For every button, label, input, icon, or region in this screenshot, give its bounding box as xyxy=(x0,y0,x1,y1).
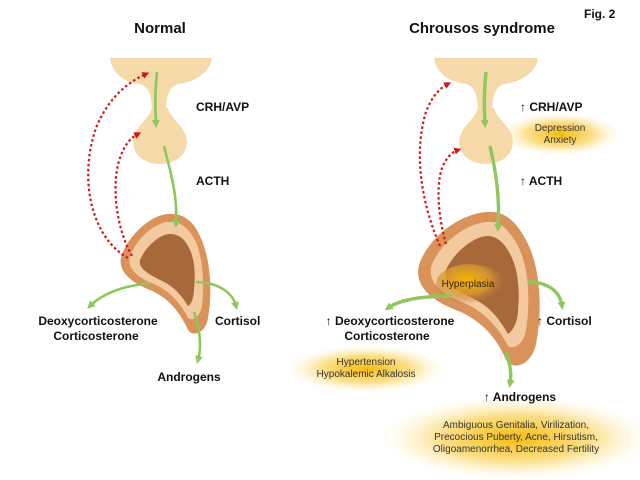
androgen-effects-glow xyxy=(380,396,640,480)
normal-androgen-arrow xyxy=(192,311,203,364)
chrousos-feedback-hypothalamus xyxy=(418,82,452,247)
normal-feedback-pituitary xyxy=(114,132,142,257)
normal-crh-label: CRH/AVP xyxy=(196,100,250,114)
hypertension-label: Hypertension xyxy=(336,357,396,368)
chrousos-crh-arrow xyxy=(480,71,489,128)
crh-effects-glow xyxy=(500,112,620,156)
chrousos-cortisol-label: ↑ Cortisol xyxy=(537,314,592,328)
chrousos-androgen-arrow xyxy=(504,351,515,388)
figure-label: Fig. 2 xyxy=(584,7,616,21)
normal-hypothalamus xyxy=(110,58,212,110)
normal-crh-arrow xyxy=(151,71,160,128)
normal-deoxycorticosterone-label: Deoxycorticosterone xyxy=(38,314,158,328)
chrousos-corticosterone-label: Corticosterone xyxy=(344,329,430,343)
normal-androgens-label: Androgens xyxy=(157,370,221,384)
androgen-effect-line-2: Precocious Puberty, Acne, Hirsutism, xyxy=(434,432,598,443)
hypokalemic-alkalosis-label: Hypokalemic Alkalosis xyxy=(316,369,416,380)
normal-acth-label: ACTH xyxy=(196,174,230,188)
mineralocorticoid-effects-glow xyxy=(286,345,446,393)
chrousos-crh-label: ↑ CRH/AVP xyxy=(520,100,583,114)
chrousos-doc-arrow xyxy=(384,294,453,311)
depression-label: Depression xyxy=(534,123,586,134)
normal-cortisol-arrow xyxy=(195,280,239,310)
hyperplasia-label: Hyperplasia xyxy=(441,279,495,290)
normal-acth-arrow xyxy=(162,145,181,228)
chrousos-androgens-label: ↑ Androgens xyxy=(483,390,557,404)
normal-cortisol-label: Cortisol xyxy=(215,314,261,328)
chrousos-acth-label: ↑ ACTH xyxy=(520,174,563,188)
androgen-effect-line-3: Oligoamenorrhea, Decreased Fertility xyxy=(432,444,600,455)
chrousos-adrenal-gland xyxy=(418,211,540,366)
normal-doc-arrow xyxy=(87,282,151,309)
androgen-effect-line-1: Ambiguous Genitalia, Virilization, xyxy=(442,420,590,431)
chrousos-deoxycorticosterone-label: ↑ Deoxycorticosterone xyxy=(325,314,455,328)
anxiety-label: Anxiety xyxy=(543,135,577,146)
normal-title: Normal xyxy=(134,20,186,37)
chrousos-cortisol-arrow xyxy=(527,280,566,310)
chrousos-acth-arrow xyxy=(488,145,503,232)
normal-corticosterone-label: Corticosterone xyxy=(53,329,139,343)
normal-adrenal-gland xyxy=(120,213,211,334)
chrousos-pituitary xyxy=(459,108,513,164)
chrousos-title: Chrousos syndrome xyxy=(409,20,555,37)
normal-pituitary xyxy=(133,108,187,164)
normal-feedback-hypothalamus xyxy=(87,72,150,259)
chrousos-feedback-pituitary xyxy=(437,147,462,245)
